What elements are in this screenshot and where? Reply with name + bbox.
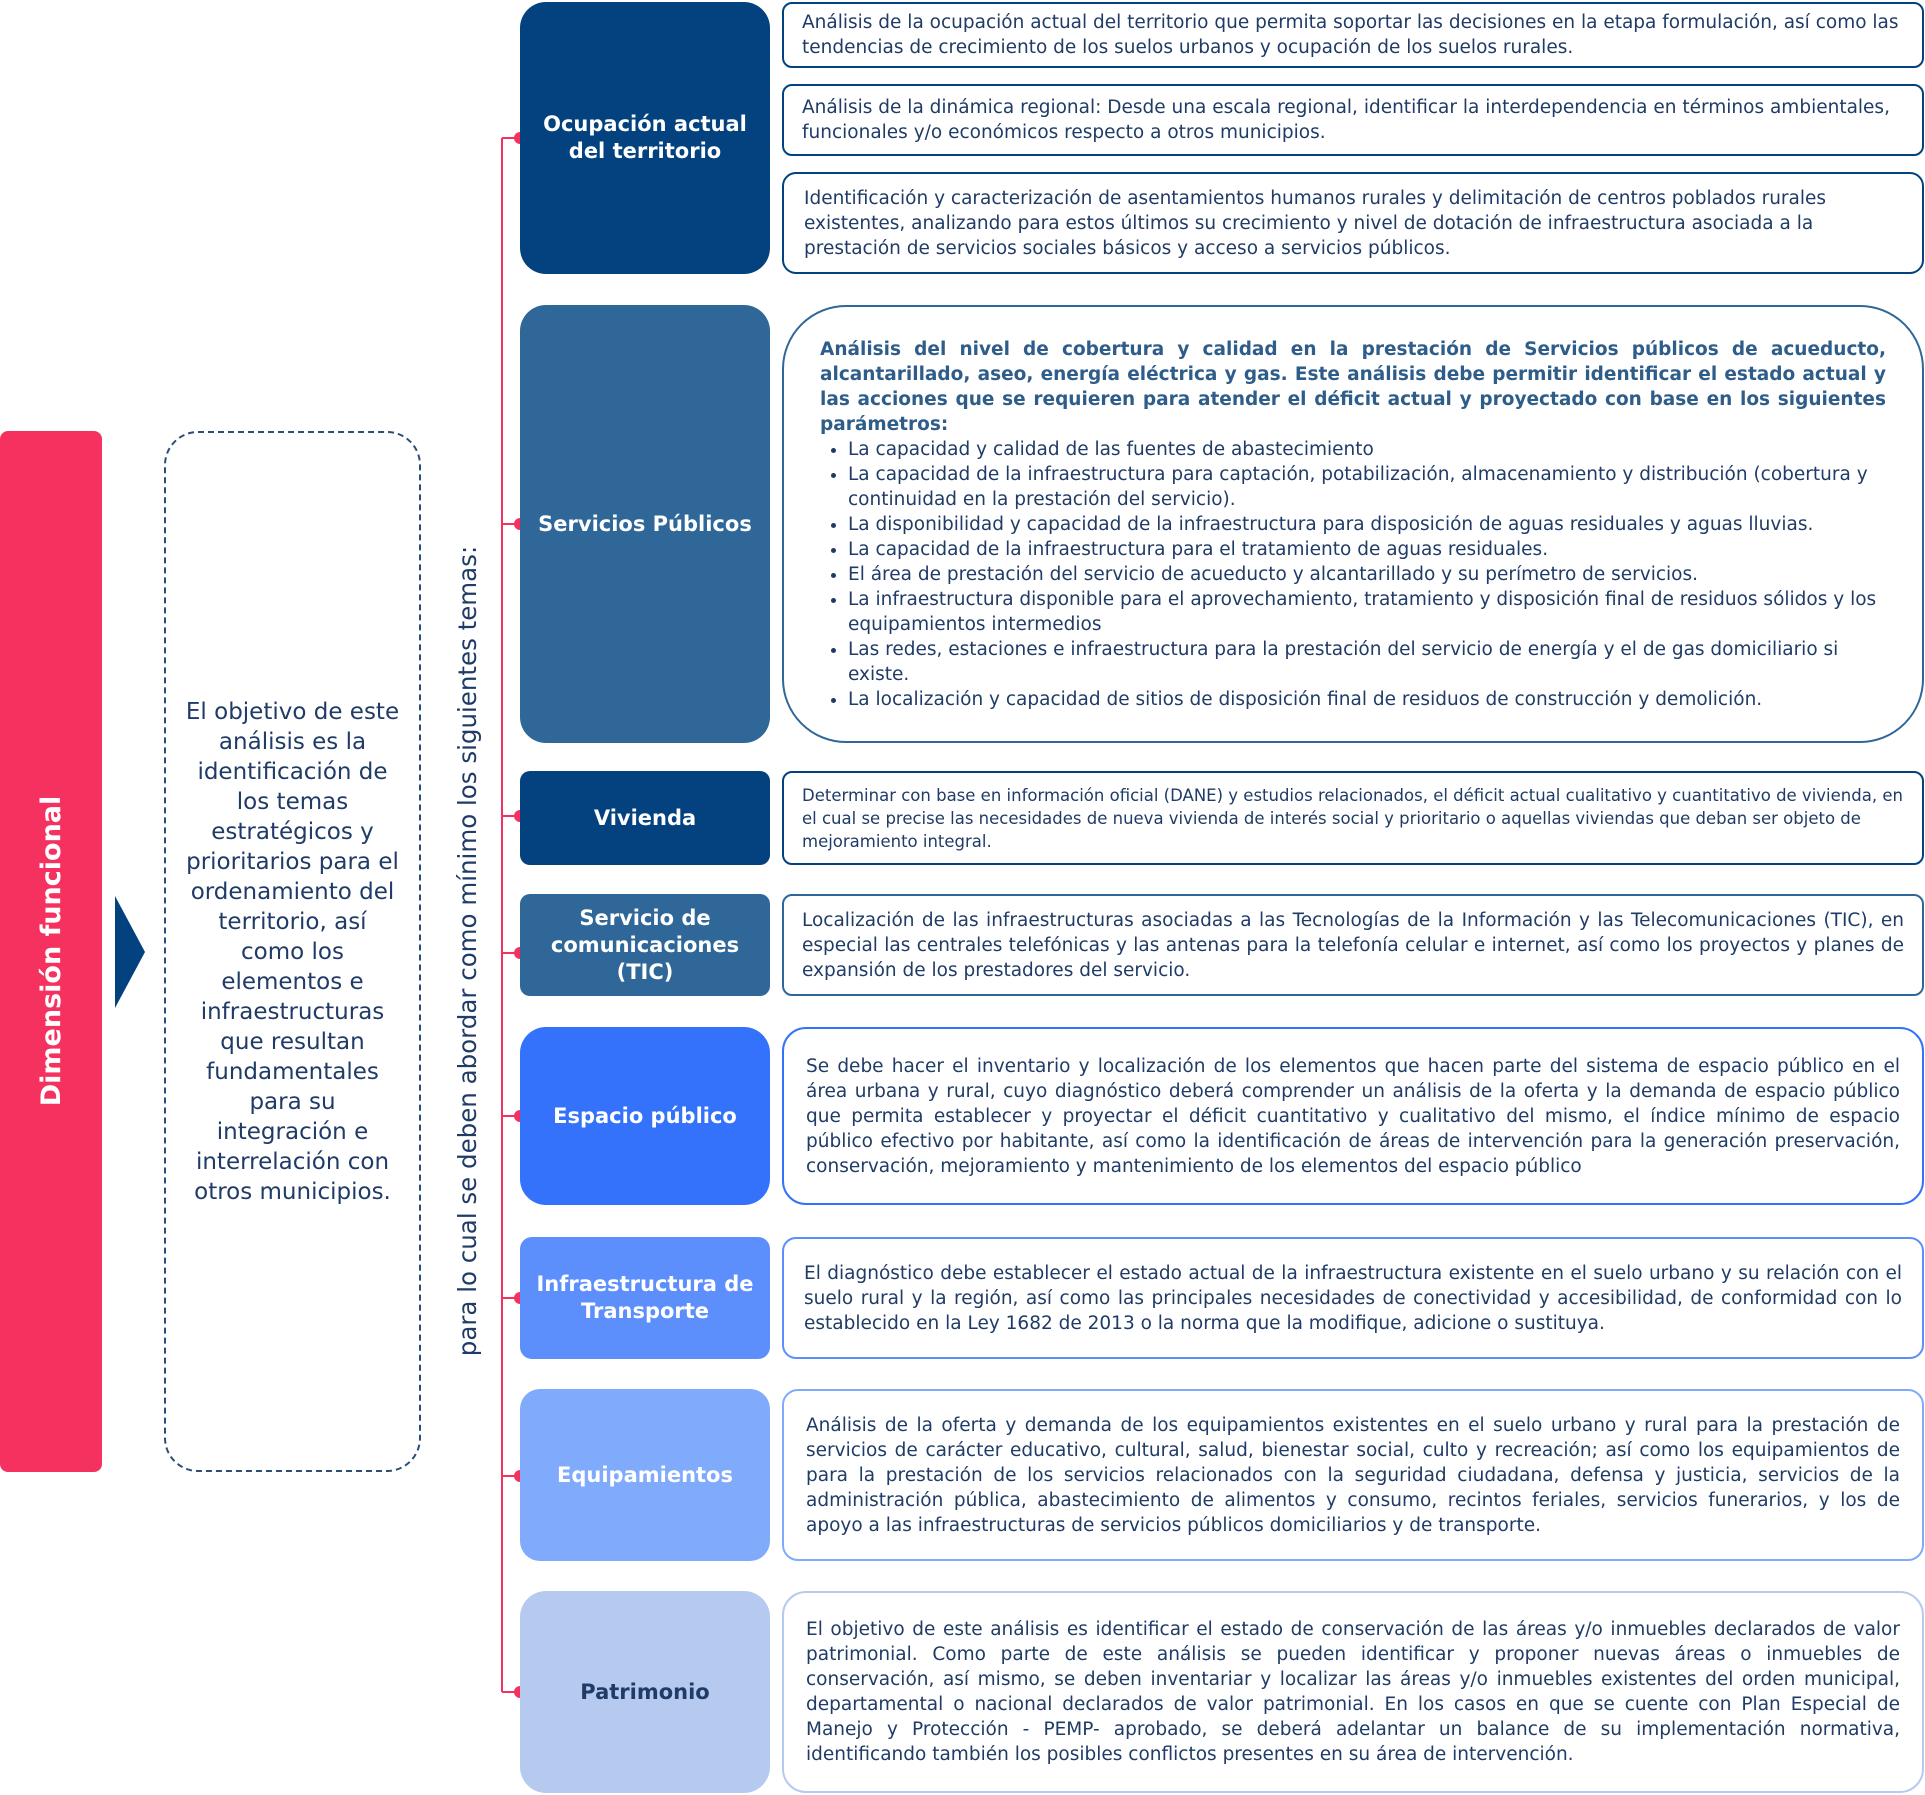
- objective-box: El objetivo de este análisis es la ident…: [164, 431, 421, 1472]
- desc-ocupacion-1: Análisis de la ocupación actual del terr…: [782, 2, 1924, 68]
- topic-vivienda: Vivienda: [520, 771, 770, 865]
- desc-vivienda: Determinar con base en información ofici…: [782, 771, 1924, 865]
- desc-transporte: El diagnóstico debe establecer el estado…: [782, 1237, 1924, 1359]
- topic-equipamientos: Equipamientos: [520, 1389, 770, 1561]
- topic-patrimonio-label: Patrimonio: [580, 1679, 710, 1704]
- topic-espacio: Espacio público: [520, 1027, 770, 1205]
- desc-tic: Localización de las infraestructuras aso…: [782, 894, 1924, 996]
- desc-patrimonio: El objetivo de este análisis es identifi…: [782, 1591, 1924, 1793]
- list-item: La capacidad y calidad de las fuentes de…: [848, 437, 1886, 462]
- topic-ocupacion-label: Ocupación actual del territorio: [543, 112, 747, 163]
- desc-servicios-list: La capacidad y calidad de las fuentes de…: [820, 437, 1886, 712]
- topic-transporte-label: Infraestructura de Transporte: [536, 1272, 754, 1323]
- desc-servicios: Análisis del nivel de cobertura y calida…: [782, 305, 1924, 743]
- list-item: El área de prestación del servicio de ac…: [848, 562, 1886, 587]
- topic-vivienda-label: Vivienda: [593, 805, 697, 830]
- topic-equipamientos-label: Equipamientos: [557, 1462, 733, 1487]
- desc-vivienda-text: Determinar con base en información ofici…: [802, 785, 1903, 851]
- desc-transporte-text: El diagnóstico debe establecer el estado…: [804, 1262, 1902, 1334]
- objective-text: El objetivo de este análisis es la ident…: [185, 698, 400, 1205]
- topic-servicios-label: Servicios Públicos: [538, 511, 752, 536]
- topic-tic-label: Servicio de comunicaciones (TIC): [550, 905, 740, 984]
- list-item: La infraestructura disponible para el ap…: [848, 587, 1886, 637]
- topic-patrimonio: Patrimonio: [520, 1591, 770, 1793]
- list-item: Las redes, estaciones e infraestructura …: [848, 637, 1886, 687]
- list-item: La capacidad de la infraestructura para …: [848, 537, 1886, 562]
- desc-ocupacion-2: Análisis de la dinámica regional: Desde …: [782, 84, 1924, 156]
- topic-ocupacion: Ocupación actual del territorio: [520, 2, 770, 274]
- desc-ocupacion-2-text: Análisis de la dinámica regional: Desde …: [802, 97, 1890, 143]
- topic-transporte: Infraestructura de Transporte: [520, 1237, 770, 1359]
- topic-tic: Servicio de comunicaciones (TIC): [520, 894, 770, 996]
- topic-servicios: Servicios Públicos: [520, 305, 770, 743]
- desc-ocupacion-3-text: Identificación y caracterización de asen…: [804, 187, 1827, 259]
- dimension-bar: [0, 431, 102, 1472]
- list-item: La localización y capacidad de sitios de…: [848, 687, 1886, 712]
- desc-equipamientos: Análisis de la oferta y demanda de los e…: [782, 1389, 1924, 1561]
- desc-patrimonio-text: El objetivo de este análisis es identifi…: [806, 1619, 1900, 1765]
- desc-espacio-text: Se debe hacer el inventario y localizaci…: [806, 1055, 1900, 1177]
- topic-espacio-label: Espacio público: [553, 1103, 737, 1128]
- desc-tic-text: Localización de las infraestructuras aso…: [802, 909, 1904, 981]
- desc-equipamientos-text: Análisis de la oferta y demanda de los e…: [806, 1414, 1900, 1536]
- list-item: La capacidad de la infraestructura para …: [848, 462, 1886, 512]
- list-item: La disponibilidad y capacidad de la infr…: [848, 512, 1886, 537]
- desc-espacio: Se debe hacer el inventario y localizaci…: [782, 1027, 1924, 1205]
- dimension-label: Dimensión funcional: [35, 795, 67, 1107]
- desc-servicios-intro: Análisis del nivel de cobertura y calida…: [820, 338, 1886, 435]
- desc-ocupacion-1-text: Análisis de la ocupación actual del terr…: [802, 12, 1899, 58]
- arrow-right-icon: [115, 896, 145, 1008]
- connector-label: para lo cual se deben abordar como mínim…: [452, 545, 482, 1357]
- desc-ocupacion-3: Identificación y caracterización de asen…: [782, 172, 1924, 274]
